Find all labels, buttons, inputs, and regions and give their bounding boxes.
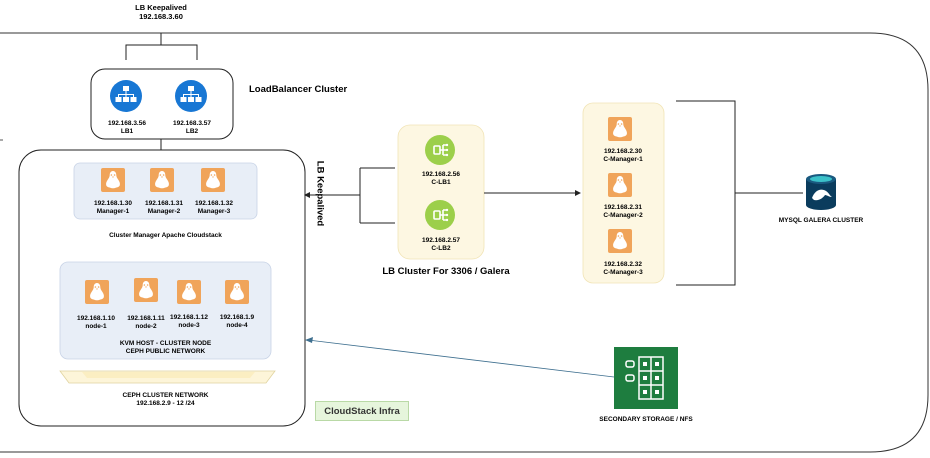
- node3-ip: 192.168.1.12: [170, 314, 208, 321]
- managers-title: Cluster Manager Apache Cloudstack: [109, 232, 222, 239]
- lb2-ip: 192.168.3.57: [173, 120, 211, 127]
- node4-name: node-4: [226, 322, 248, 329]
- node1-ip: 192.168.1.10: [77, 315, 115, 322]
- galera-lb-title: LB Cluster For 3306 / Galera: [382, 266, 510, 277]
- storage-icon: [614, 347, 678, 409]
- database-icon: [806, 174, 836, 210]
- load-balancer-icon: [425, 200, 455, 230]
- cmanager1-name: C-Manager-1: [603, 156, 643, 163]
- linux-icon: [150, 168, 174, 192]
- cloudstack-infra-label: CloudStack Infra: [315, 401, 409, 421]
- manager3-ip: 192.168.1.32: [195, 200, 233, 207]
- linux-icon: [101, 168, 125, 192]
- manager1-name: Manager-1: [96, 208, 130, 215]
- clb2-ip: 192.168.2.57: [422, 237, 460, 244]
- ceph-range: 192.168.2.9 - 12 /24: [136, 400, 195, 407]
- kvm-box: [59, 261, 272, 360]
- cmanager1-ip: 192.168.2.30: [604, 148, 642, 155]
- network-icon: [175, 80, 207, 112]
- clb1-ip: 192.168.2.56: [422, 171, 460, 178]
- load-balancer-icon: [425, 135, 455, 165]
- clb1-name: C-LB1: [431, 179, 451, 186]
- linux-icon: [134, 278, 158, 302]
- kvm-subtitle: CEPH PUBLIC NETWORK: [125, 348, 206, 355]
- manager2-name: Manager-2: [147, 208, 181, 215]
- lb1-ip: 192.168.3.56: [108, 120, 146, 127]
- kvm-title: KVM HOST - CLUSTER NODE: [119, 340, 212, 347]
- manager1-ip: 192.168.1.30: [94, 200, 132, 207]
- infra-boundary: [0, 32, 929, 453]
- ceph-title: CEPH CLUSTER NETWORK: [122, 392, 209, 399]
- galera-lb-box: [397, 124, 485, 260]
- linux-icon: [201, 168, 225, 192]
- top-keepalived-ip: 192.168.3.60: [139, 12, 183, 21]
- cmanager2-name: C-Manager-2: [603, 212, 643, 219]
- storage-title: SECONDARY STORAGE / NFS: [599, 416, 693, 423]
- top-keepalived-bracket: [125, 33, 198, 60]
- clb2-name: C-LB2: [431, 245, 451, 252]
- node4-ip: 192.168.1.9: [219, 314, 255, 321]
- manager3-name: Manager-3: [197, 208, 231, 215]
- lb1-name: LB1: [120, 128, 134, 135]
- clb-bracket: [326, 167, 395, 224]
- linux-icon: [608, 173, 632, 197]
- manager2-ip: 192.168.1.31: [145, 200, 183, 207]
- node2-ip: 192.168.1.11: [127, 315, 165, 322]
- lb-cluster-title: LoadBalancer Cluster: [249, 84, 348, 95]
- mysql-bracket: [676, 100, 803, 286]
- node3-name: node-3: [178, 322, 200, 329]
- linux-icon: [608, 229, 632, 253]
- side-keepalived-label: LB Keepalived: [314, 160, 326, 227]
- cmanager3-name: C-Manager-3: [603, 269, 643, 276]
- linux-icon: [608, 117, 632, 141]
- node1-name: node-1: [85, 323, 107, 330]
- linux-icon: [225, 280, 249, 304]
- top-keepalived-title: LB Keepalived: [135, 3, 187, 12]
- cmanager2-ip: 192.168.2.31: [604, 204, 642, 211]
- network-icon: [110, 80, 142, 112]
- lb2-name: LB2: [185, 128, 199, 135]
- linux-icon: [85, 280, 109, 304]
- cmanager3-ip: 192.168.2.32: [604, 261, 642, 268]
- mysql-title: MYSQL GALERA CLUSTER: [778, 217, 864, 224]
- node2-name: node-2: [135, 323, 157, 330]
- linux-icon: [177, 280, 201, 304]
